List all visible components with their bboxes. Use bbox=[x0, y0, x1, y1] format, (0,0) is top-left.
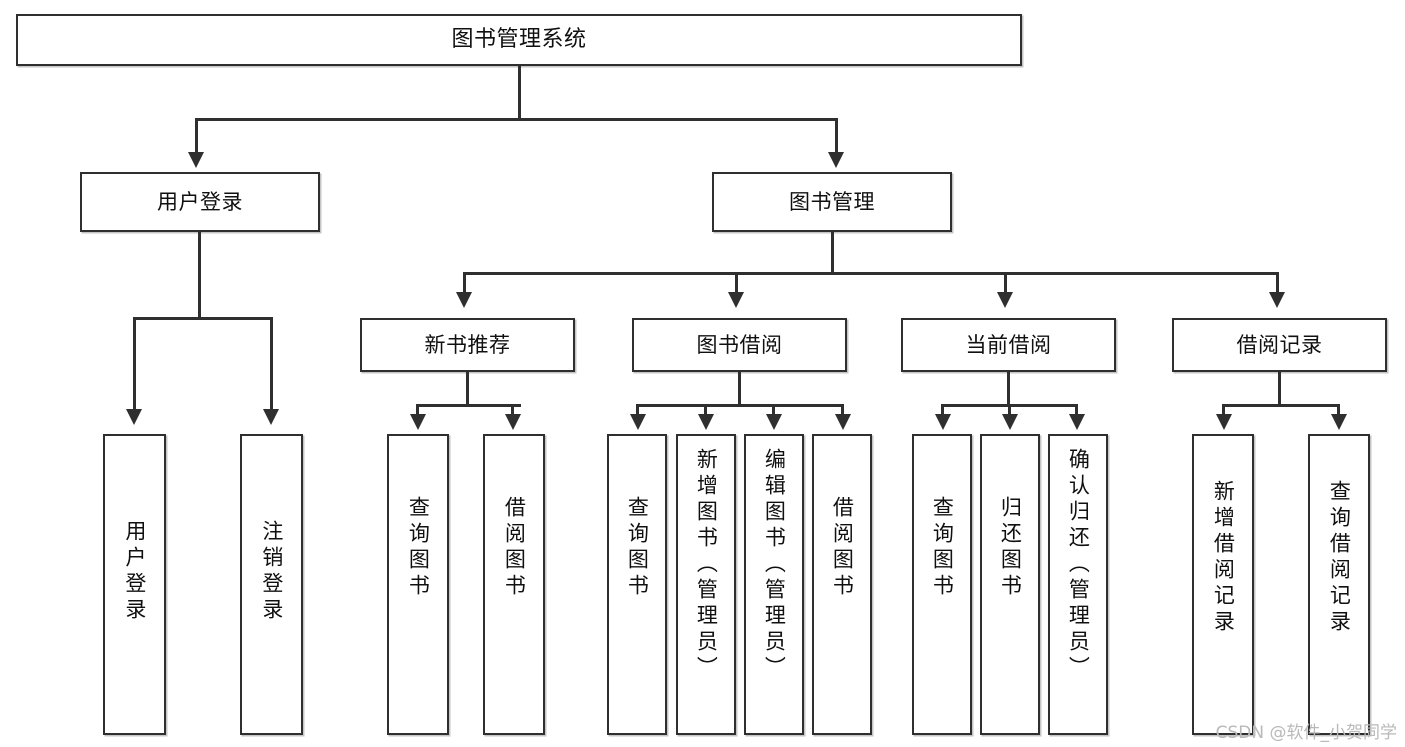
arrow-down-icon bbox=[263, 409, 279, 425]
node-label: 新增借阅记录 bbox=[1211, 480, 1236, 636]
leaf-query-book-new-rec[interactable]: 查询图书 bbox=[387, 434, 449, 735]
node-label: 查询借阅记录 bbox=[1327, 480, 1352, 636]
node-label: 借阅记录 bbox=[1236, 332, 1323, 357]
node-label: 借阅图书 bbox=[502, 496, 527, 600]
connector-book-borrow-stem bbox=[738, 372, 741, 406]
arrow-down-icon bbox=[456, 292, 472, 308]
arrow-down-icon bbox=[1216, 414, 1232, 430]
node-user-login[interactable]: 用户登录 bbox=[80, 172, 320, 232]
connector-book-manage-drop-3 bbox=[1004, 272, 1007, 294]
node-label: 图书管理 bbox=[789, 189, 875, 214]
connector-book-borrow-drop-2 bbox=[704, 404, 707, 416]
node-label: 查询图书 bbox=[406, 496, 431, 600]
arrow-down-icon bbox=[188, 152, 204, 168]
connector-user-login-stem bbox=[198, 232, 201, 319]
connector-borrow-record-bus bbox=[1222, 404, 1340, 407]
connector-book-manage-drop-4 bbox=[1276, 272, 1279, 294]
connector-new-book-drop-1 bbox=[416, 404, 419, 416]
arrow-down-icon bbox=[630, 414, 646, 430]
connector-current-borrow-drop-3 bbox=[1075, 404, 1078, 416]
node-label: 用户登录 bbox=[122, 520, 147, 624]
arrow-down-icon bbox=[766, 414, 782, 430]
arrow-down-icon bbox=[835, 414, 851, 430]
leaf-edit-book-admin[interactable]: 编辑图书（管理员） bbox=[744, 434, 804, 735]
node-label: 图书管理系统 bbox=[451, 27, 587, 53]
connector-current-borrow-stem bbox=[1007, 372, 1010, 406]
arrow-down-icon bbox=[828, 152, 844, 168]
arrow-down-icon bbox=[1069, 414, 1085, 430]
node-label: 当前借阅 bbox=[965, 332, 1052, 357]
node-label: 查询图书 bbox=[625, 496, 650, 600]
arrow-down-icon bbox=[410, 414, 426, 430]
arrow-down-icon bbox=[505, 414, 521, 430]
connector-book-manage-stem bbox=[831, 232, 834, 274]
arrow-down-icon bbox=[126, 409, 142, 425]
connector-borrow-record-stem bbox=[1278, 372, 1281, 406]
arrow-down-icon bbox=[728, 292, 744, 308]
connector-root-drop-right bbox=[835, 118, 838, 154]
connector-new-book-stem bbox=[466, 372, 469, 406]
node-current-borrow[interactable]: 当前借阅 bbox=[901, 318, 1116, 372]
leaf-return-book[interactable]: 归还图书 bbox=[980, 434, 1040, 735]
node-book-management[interactable]: 图书管理 bbox=[712, 172, 952, 232]
leaf-query-borrow-record[interactable]: 查询借阅记录 bbox=[1308, 434, 1370, 735]
node-label: 用户登录 bbox=[157, 189, 243, 214]
node-book-borrow[interactable]: 图书借阅 bbox=[632, 318, 847, 372]
node-label: 新增图书（管理员） bbox=[694, 448, 719, 682]
node-borrow-record[interactable]: 借阅记录 bbox=[1172, 318, 1387, 372]
node-label: 归还图书 bbox=[998, 496, 1023, 600]
arrow-down-icon bbox=[1331, 414, 1347, 430]
node-label: 确认归还（管理员） bbox=[1066, 448, 1091, 682]
node-label: 查询图书 bbox=[930, 496, 955, 600]
node-root-book-management-system[interactable]: 图书管理系统 bbox=[16, 14, 1022, 66]
connector-borrow-record-drop-2 bbox=[1337, 404, 1340, 416]
connector-new-book-bus bbox=[416, 404, 521, 407]
leaf-user-login[interactable]: 用户登录 bbox=[103, 434, 166, 735]
connector-book-manage-drop-1 bbox=[463, 272, 466, 294]
connector-book-borrow-drop-3 bbox=[772, 404, 775, 416]
watermark-text: CSDN @软件_小贺同学 bbox=[1215, 723, 1397, 743]
connector-user-login-drop-2 bbox=[270, 317, 273, 411]
leaf-query-book-borrow[interactable]: 查询图书 bbox=[607, 434, 667, 735]
connector-root-stem bbox=[518, 66, 521, 120]
arrow-down-icon bbox=[997, 292, 1013, 308]
leaf-confirm-return-admin[interactable]: 确认归还（管理员） bbox=[1048, 434, 1108, 735]
connector-book-borrow-drop-1 bbox=[636, 404, 639, 416]
arrow-down-icon bbox=[935, 414, 951, 430]
leaf-query-book-current[interactable]: 查询图书 bbox=[912, 434, 972, 735]
connector-book-borrow-drop-4 bbox=[841, 404, 844, 416]
node-label: 新书推荐 bbox=[424, 332, 511, 357]
connector-root-drop-left bbox=[195, 118, 198, 154]
leaf-borrow-book-new-rec[interactable]: 借阅图书 bbox=[483, 434, 545, 735]
arrow-down-icon bbox=[698, 414, 714, 430]
arrow-down-icon bbox=[1269, 292, 1285, 308]
connector-book-borrow-bus bbox=[636, 404, 844, 407]
connector-user-login-drop-1 bbox=[133, 317, 136, 411]
connector-root-bus bbox=[195, 118, 838, 121]
connector-book-manage-bus bbox=[463, 272, 1279, 275]
connector-user-login-bus bbox=[133, 317, 273, 320]
node-new-book-recommendation[interactable]: 新书推荐 bbox=[360, 318, 575, 372]
node-label: 图书借阅 bbox=[696, 332, 783, 357]
connector-new-book-drop-2 bbox=[511, 404, 514, 416]
leaf-add-book-admin[interactable]: 新增图书（管理员） bbox=[676, 434, 736, 735]
node-label: 注销登录 bbox=[259, 520, 284, 624]
arrow-down-icon bbox=[1002, 414, 1018, 430]
leaf-logout-login[interactable]: 注销登录 bbox=[240, 434, 303, 735]
connector-borrow-record-drop-1 bbox=[1222, 404, 1225, 416]
connector-book-manage-drop-2 bbox=[735, 272, 738, 294]
node-label: 借阅图书 bbox=[830, 496, 855, 600]
leaf-add-borrow-record[interactable]: 新增借阅记录 bbox=[1192, 434, 1254, 735]
connector-current-borrow-drop-2 bbox=[1008, 404, 1011, 416]
node-label: 编辑图书（管理员） bbox=[762, 448, 787, 682]
connector-current-borrow-drop-1 bbox=[941, 404, 944, 416]
leaf-borrow-book-borrow[interactable]: 借阅图书 bbox=[812, 434, 872, 735]
